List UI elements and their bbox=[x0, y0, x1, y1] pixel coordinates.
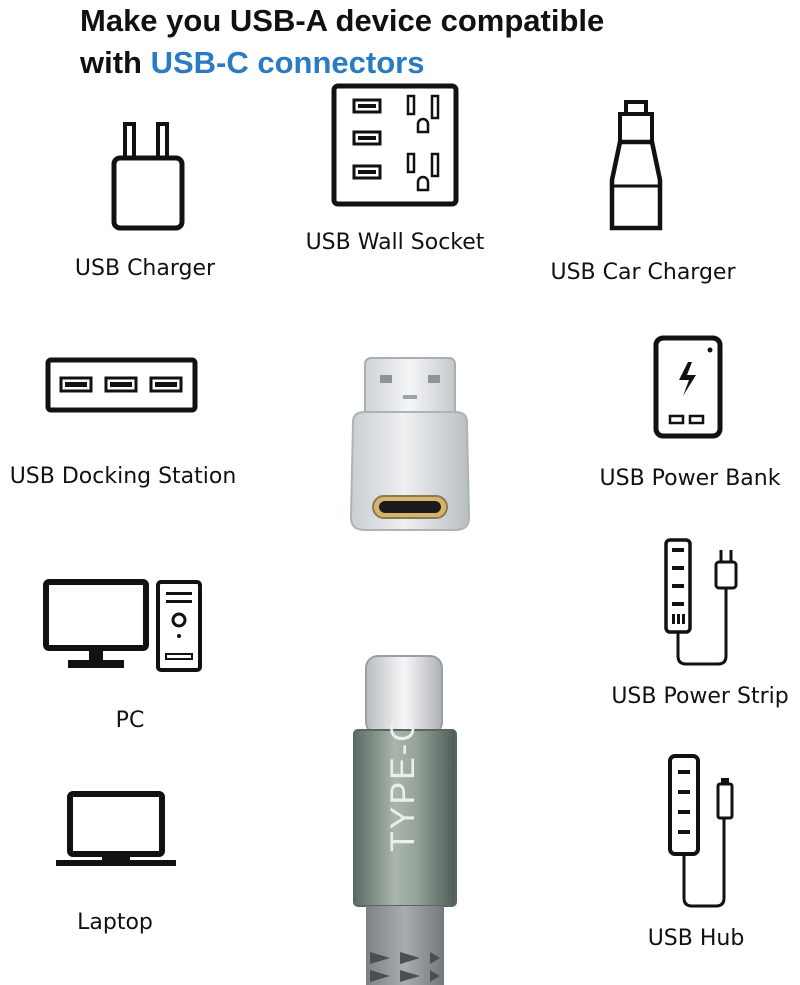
label-laptop: Laptop bbox=[77, 910, 153, 935]
label-usb-car-charger: USB Car Charger bbox=[550, 260, 736, 285]
title-line-2: with USB-C connectors bbox=[80, 42, 780, 84]
laptop-icon bbox=[54, 790, 178, 870]
page-title: Make you USB-A device compatible with US… bbox=[80, 0, 780, 84]
wall-socket-icon bbox=[330, 82, 460, 208]
label-usb-hub: USB Hub bbox=[647, 926, 745, 951]
docking-station-icon bbox=[44, 356, 199, 414]
label-usb-docking-station: USB Docking Station bbox=[9, 464, 237, 489]
title-accent: USB-C connectors bbox=[150, 45, 425, 80]
charger-plug-icon bbox=[108, 118, 188, 233]
car-charger-icon bbox=[606, 98, 666, 234]
usb-hub-icon bbox=[664, 752, 748, 912]
pc-icon bbox=[42, 578, 204, 674]
power-strip-icon bbox=[660, 536, 750, 668]
label-usb-wall-socket: USB Wall Socket bbox=[305, 230, 485, 255]
title-line-2-prefix: with bbox=[80, 45, 151, 80]
title-line-1: Make you USB-A device compatible bbox=[80, 3, 605, 38]
usb-c-cable: TYPE-C bbox=[340, 652, 470, 985]
label-usb-power-strip: USB Power Strip bbox=[611, 684, 789, 709]
cable-type-c-label: TYPE-C bbox=[384, 715, 422, 852]
label-usb-charger: USB Charger bbox=[74, 256, 216, 281]
usb-a-to-c-adapter bbox=[335, 350, 485, 535]
label-usb-power-bank: USB Power Bank bbox=[599, 466, 781, 491]
label-pc: PC bbox=[115, 708, 145, 733]
power-bank-icon bbox=[652, 334, 724, 440]
